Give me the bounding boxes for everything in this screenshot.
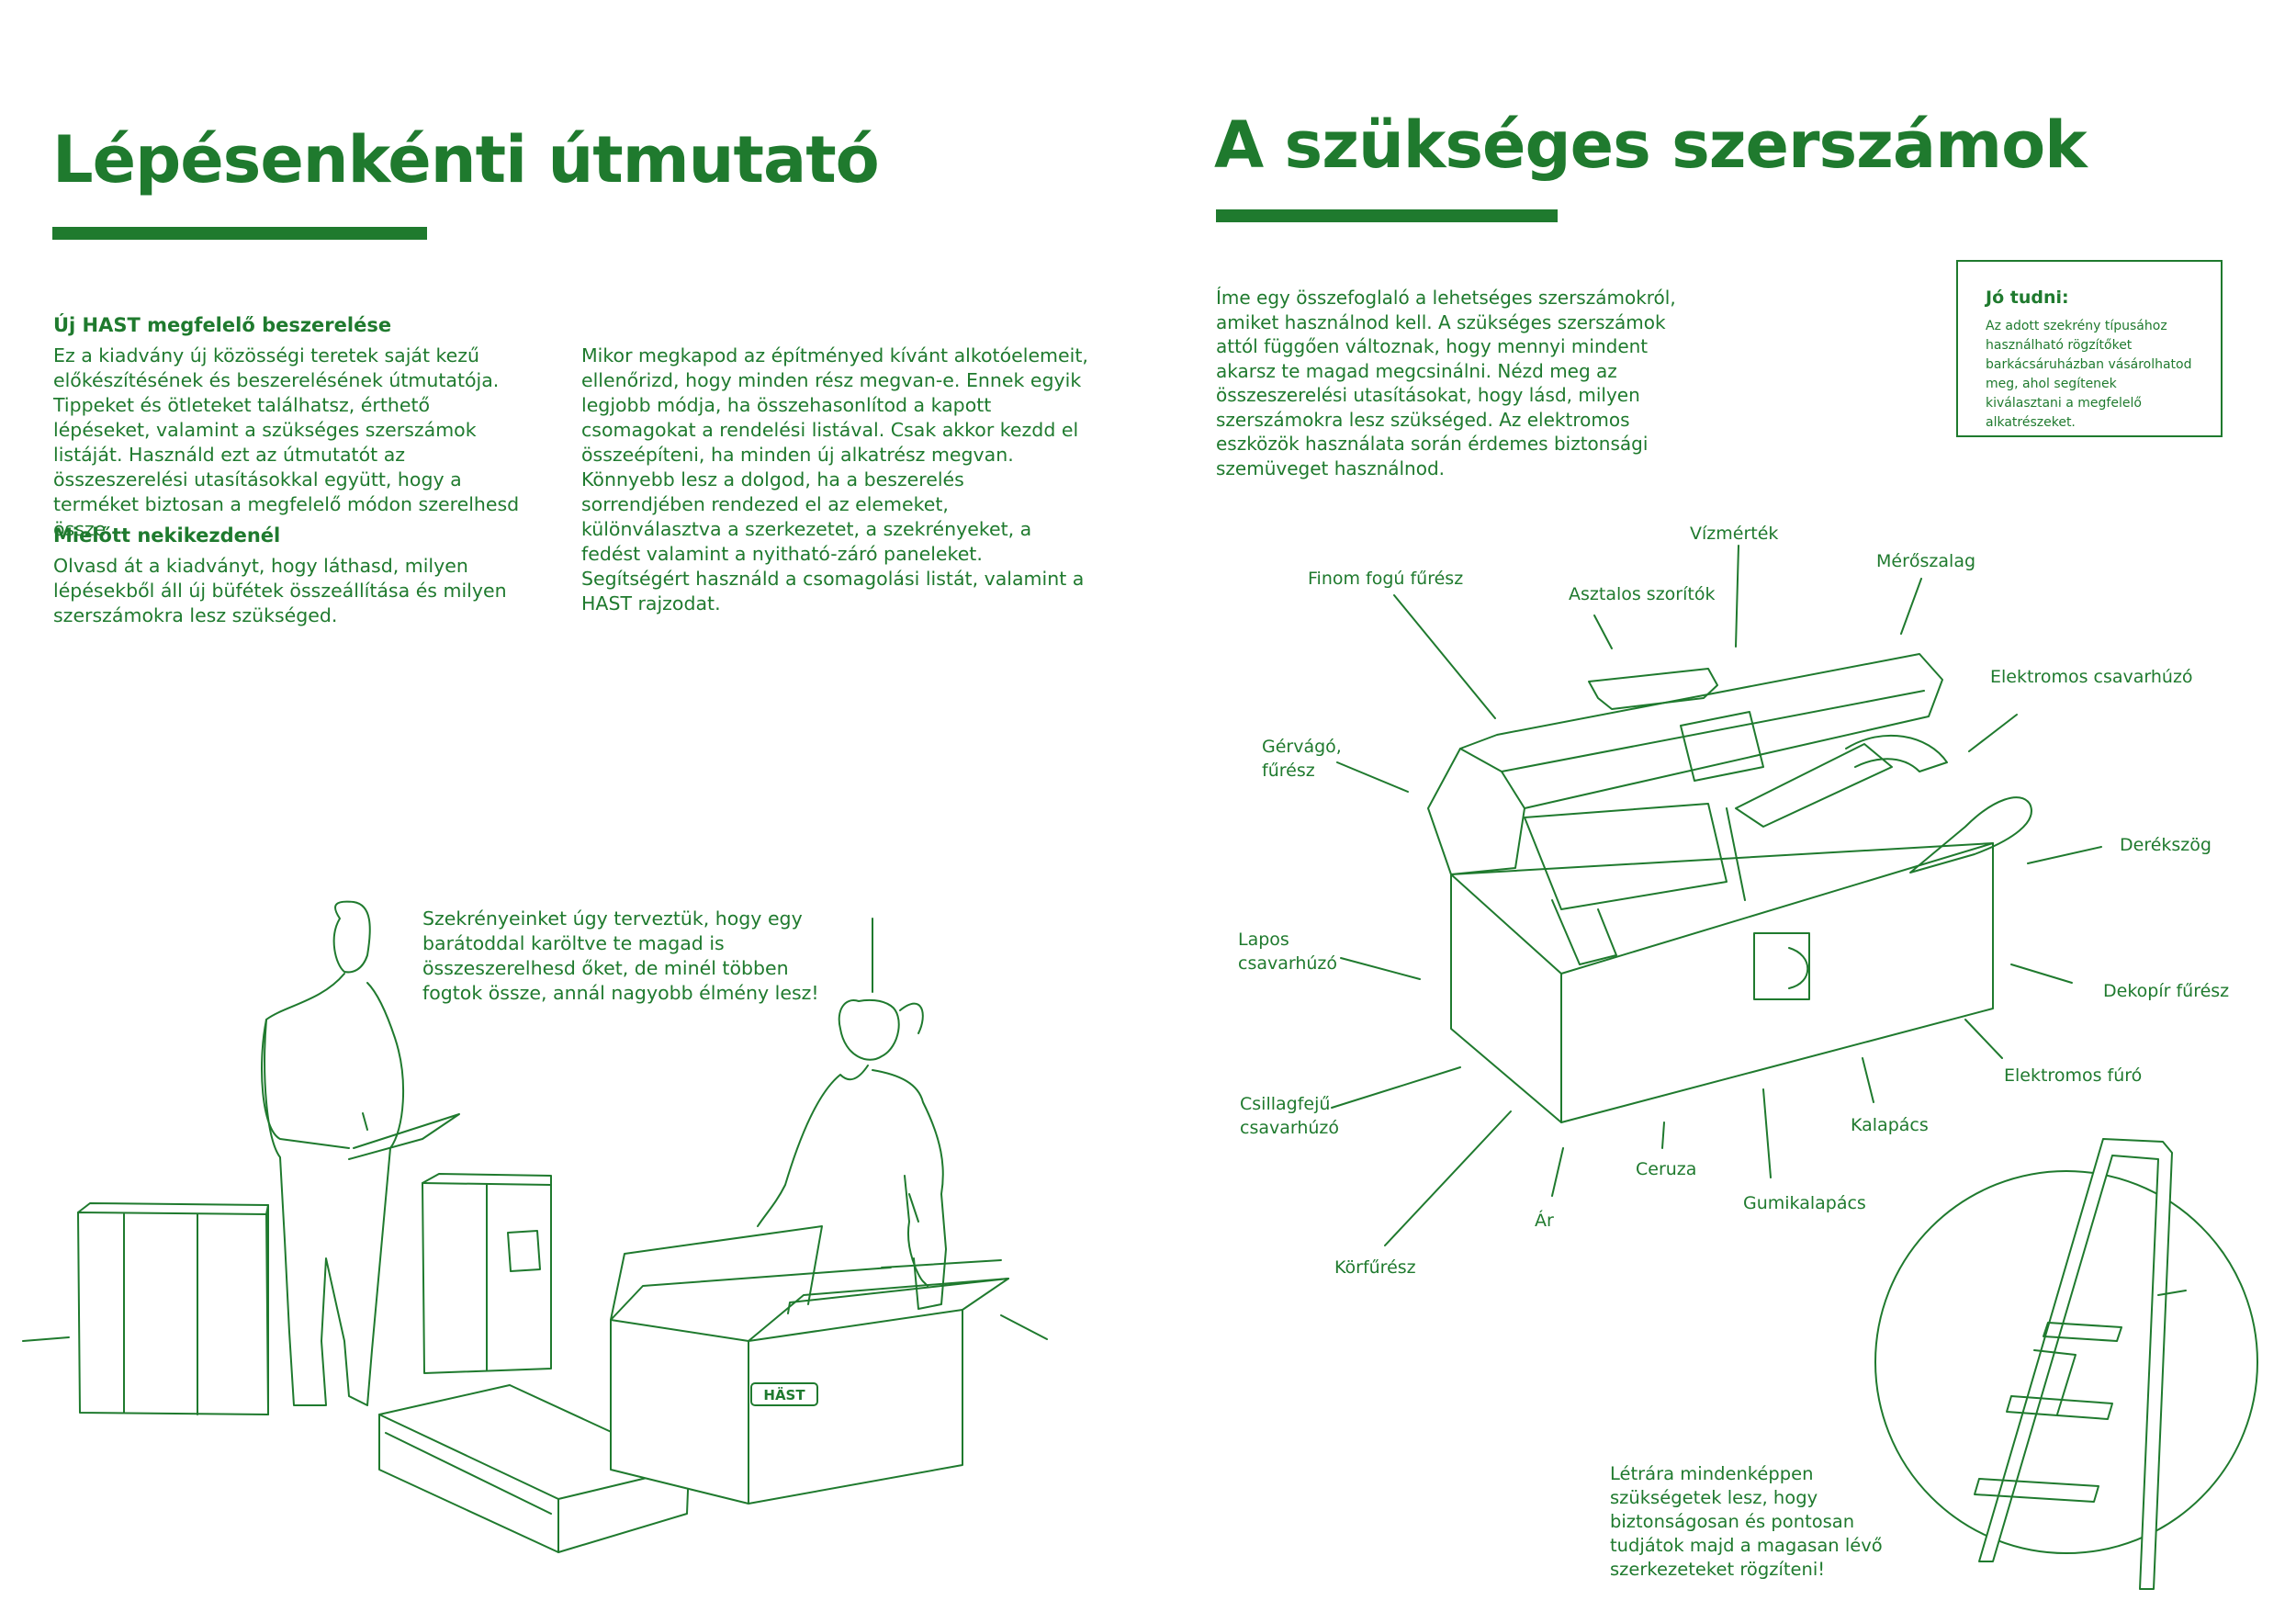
good-to-know-box: Jó tudni: Az adott szekrény típusához ha… xyxy=(1956,260,2223,437)
ladder-text: Létrára mindenképpen szükségetek lesz, h… xyxy=(1610,1463,1883,1580)
box-logo: HÄST xyxy=(763,1386,805,1403)
tool-label-korfuresz: Körfűrész xyxy=(1334,1257,1416,1278)
section2-heading: Mielőtt nekikezdenél xyxy=(53,524,281,547)
tool-label-derekszog: Derékszög xyxy=(2120,835,2212,855)
tool-label-elektromos-furo: Elektromos fúró xyxy=(2004,1065,2143,1086)
tool-label-gumikalapacs: Gumikalapács xyxy=(1743,1193,1866,1213)
tool-label-gervago-1: Gérvágó, xyxy=(1262,737,1342,757)
tool-label-ceruza: Ceruza xyxy=(1636,1159,1697,1179)
good-to-know-text: Az adott szekrény típusához használható … xyxy=(1986,319,2192,430)
section2-text: Olvasd át a kiadványt, hogy láthasd, mil… xyxy=(53,555,507,626)
tool-label-elektromos-csavarhuzo: Elektromos csavarhúzó xyxy=(1990,667,2193,687)
tools-intro-text: Íme egy összefoglaló a lehetséges szersz… xyxy=(1216,287,1676,479)
section1-heading: Új HAST megfelelő beszerelése xyxy=(53,314,392,336)
illustration-caption: Szekrényeinket úgy terveztük, hogy egy b… xyxy=(422,907,819,1004)
tool-label-csillagfeju-2: csavarhúzó xyxy=(1240,1118,1340,1138)
tool-label-vizmertek: Vízmérték xyxy=(1690,524,1779,544)
right-page-title: A szükséges szerszámok xyxy=(1214,107,2088,183)
tool-label-gervago-2: fűrész xyxy=(1262,761,1315,781)
left-page-title: Lépésenkénti útmutató xyxy=(52,122,880,197)
left-title-underline xyxy=(52,227,427,240)
right-title-underline xyxy=(1216,209,1558,222)
tool-label-asztalos-szoritok: Asztalos szorítók xyxy=(1569,584,1716,604)
tool-label-finom-fogu-furesz: Finom fogú fűrész xyxy=(1308,569,1464,589)
tool-label-ar: Ár xyxy=(1535,1211,1554,1231)
good-to-know-title: Jó tudni: xyxy=(1986,287,2069,308)
tool-label-lapos-1: Lapos xyxy=(1238,930,1289,950)
tool-label-kalapacs: Kalapács xyxy=(1851,1115,1929,1135)
tool-label-lapos-2: csavarhúzó xyxy=(1238,953,1338,974)
column2-text: Mikor megkapod az építményed kívánt alko… xyxy=(581,344,1088,614)
tool-label-meroszalag: Mérőszalag xyxy=(1876,551,1976,571)
assembly-illustration: HÄST xyxy=(22,900,1048,1553)
tool-label-csillagfeju-1: Csillagfejű xyxy=(1240,1094,1331,1114)
section1-text: Ez a kiadvány új közösségi teretek saját… xyxy=(53,344,520,540)
tool-label-dekopir-furesz: Dekopír fűrész xyxy=(2103,981,2230,1001)
